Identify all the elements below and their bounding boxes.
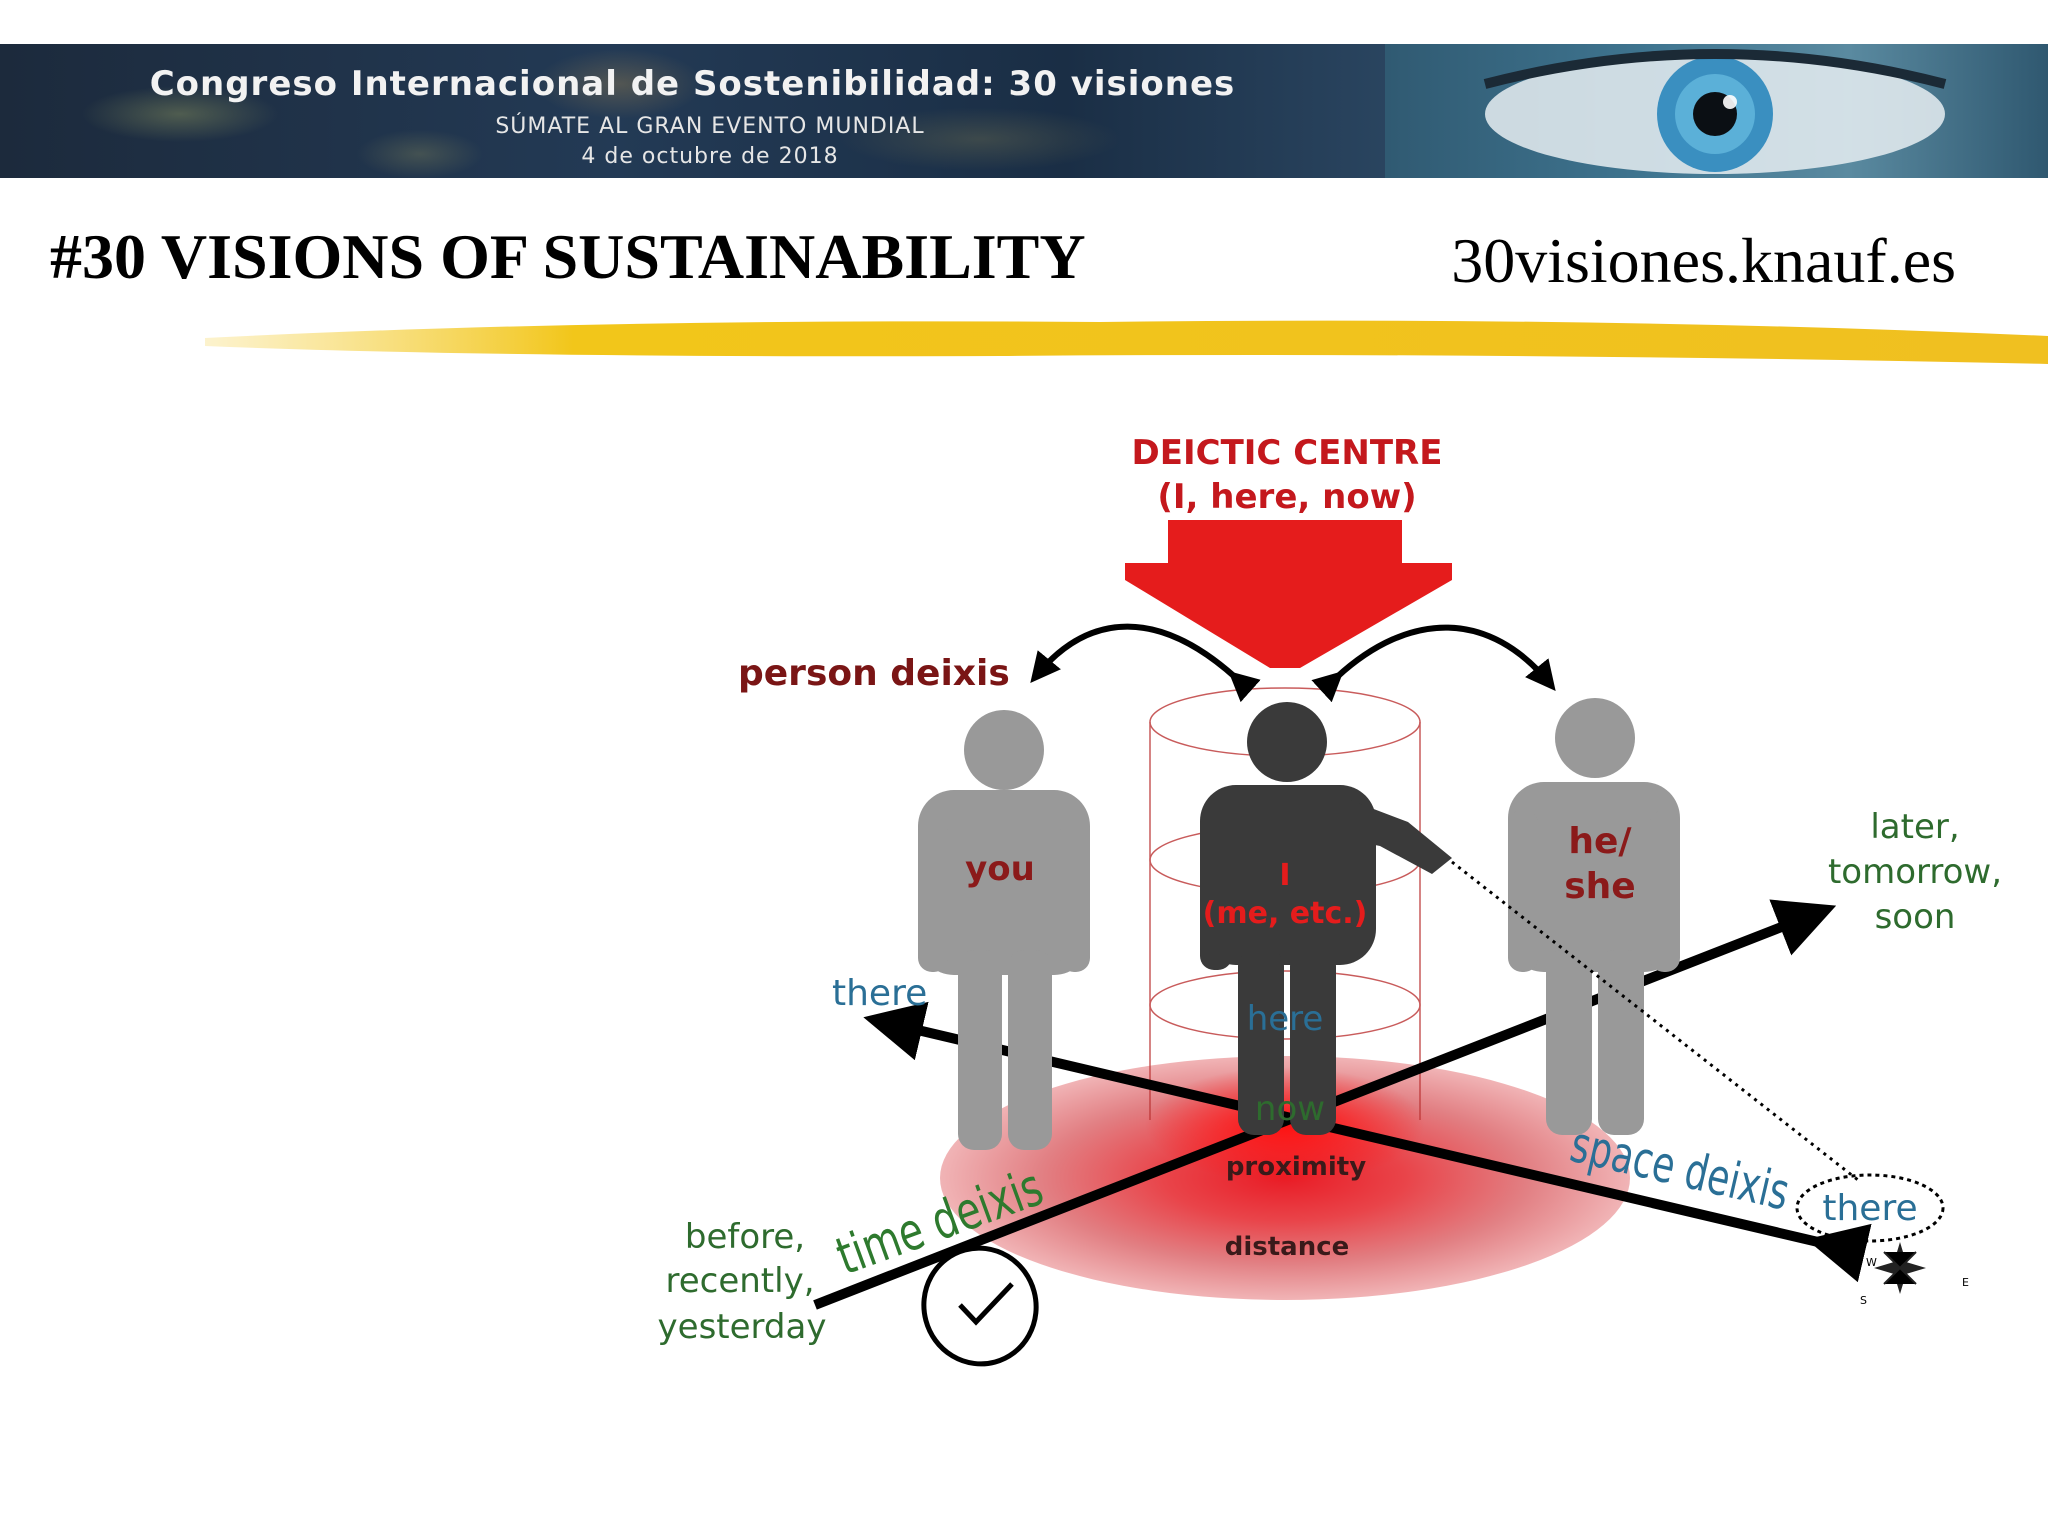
deictic-centre-arrow	[1125, 520, 1452, 668]
banner-subtitle: SÚMATE AL GRAN EVENTO MUNDIAL	[495, 114, 925, 139]
curved-arrow-right	[1311, 624, 1556, 703]
he-she-figure	[1508, 698, 1680, 1135]
here-label: here	[1247, 999, 1324, 1039]
you-label: you	[965, 849, 1035, 889]
deictic-centre-subtitle: (I, here, now)	[1157, 477, 1416, 517]
person-deixis-label: person deixis	[738, 653, 1010, 694]
site-url[interactable]: 30visiones.knauf.es	[1451, 225, 1956, 296]
i-label: I	[1279, 858, 1290, 893]
compass-e: E	[1962, 1276, 1969, 1289]
tomorrow-label: tomorrow,	[1828, 852, 2002, 892]
eye-icon	[1483, 49, 1947, 174]
compass-s: S	[1860, 1294, 1867, 1307]
highlighter-stroke	[205, 320, 2048, 364]
banner-title: Congreso Internacional de Sostenibilidad…	[149, 64, 1236, 104]
proximity-label: proximity	[1226, 1152, 1366, 1182]
he-label: he/	[1568, 821, 1632, 862]
banner-date: 4 de octubre de 2018	[581, 144, 839, 169]
world-map-image	[0, 44, 1385, 178]
recently-label: recently,	[665, 1261, 814, 1301]
before-label: before,	[685, 1217, 805, 1257]
deictic-centre-title: DEICTIC CENTRE	[1132, 433, 1443, 473]
clock-icon	[921, 1245, 1039, 1367]
i-figure	[1200, 702, 1452, 1135]
compass-rose-icon: W E S	[1860, 1242, 1969, 1307]
soon-label: soon	[1875, 897, 1956, 937]
event-banner: Congreso Internacional de Sostenibilidad…	[0, 44, 2048, 178]
eye-image	[1385, 44, 2048, 178]
there-left-label: there	[832, 973, 927, 1014]
curved-arrow-left	[1030, 623, 1261, 703]
compass-w: W	[1866, 1256, 1877, 1269]
later-label: later,	[1870, 807, 1959, 847]
you-figure	[918, 710, 1090, 1150]
yesterday-label: yesterday	[658, 1307, 827, 1347]
she-label: she	[1564, 866, 1635, 907]
distance-label: distance	[1225, 1232, 1350, 1262]
there-circle	[1795, 1173, 1945, 1243]
i-sub-label: (me, etc.)	[1203, 896, 1368, 931]
pointing-dotted-line	[1451, 860, 1859, 1182]
page-title: #30 VISIONS OF SUSTAINABILITY	[50, 221, 1086, 292]
now-label: now	[1255, 1089, 1325, 1129]
there-right-label: there	[1822, 1188, 1917, 1229]
